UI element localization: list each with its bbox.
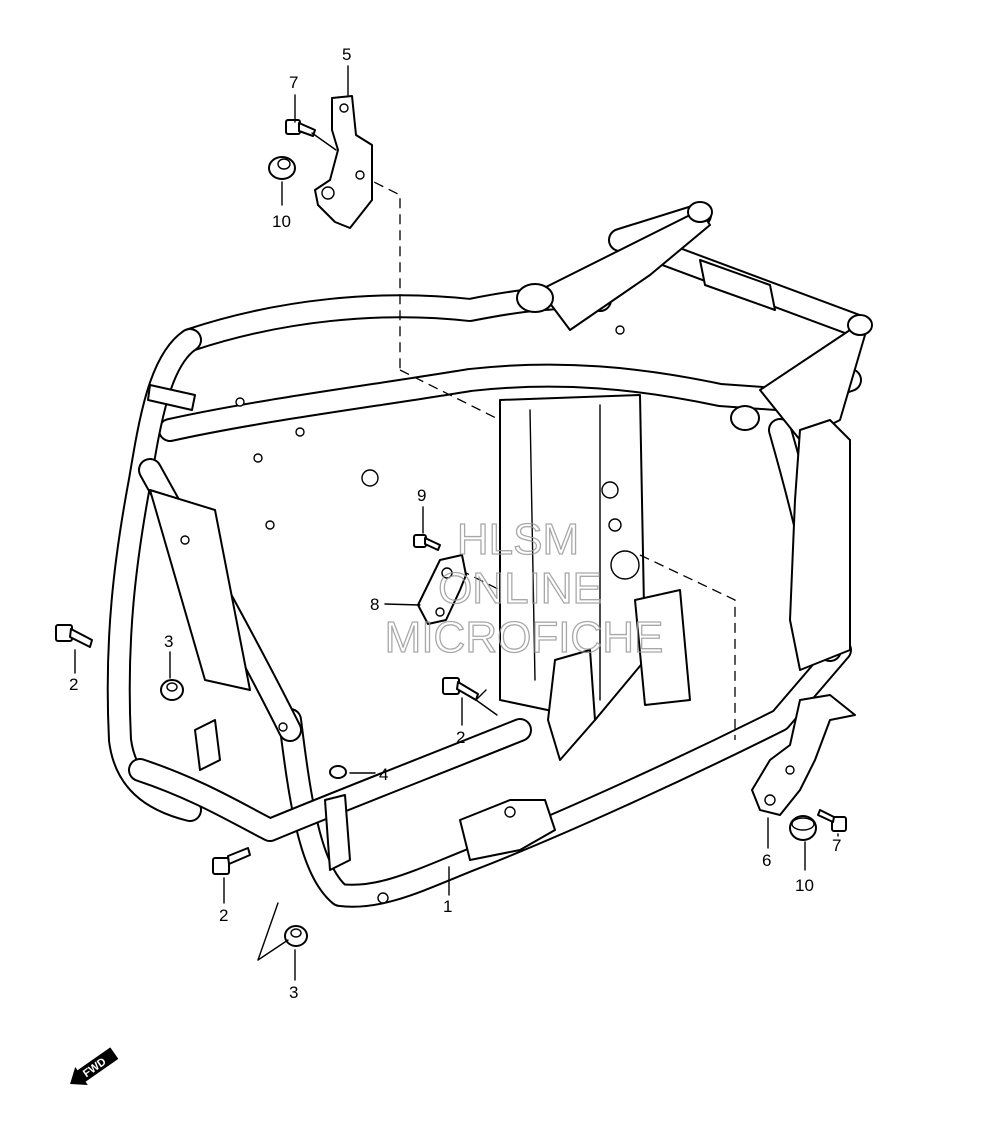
- cap-part-4: [329, 765, 347, 779]
- watermark-line-2: ONLINE: [438, 564, 602, 613]
- callout-4: 4: [379, 765, 388, 784]
- bracket-part-8: [417, 554, 467, 625]
- bolt-part-2-bottom: [212, 847, 251, 875]
- callout-5: 5: [342, 45, 351, 64]
- callout-2-left: 2: [69, 675, 78, 694]
- bolt-part-2-left: [55, 624, 93, 648]
- callout-6: 6: [762, 851, 771, 870]
- leader-lines: [74, 65, 839, 981]
- collar-part-3-bottom: [284, 925, 308, 947]
- collar-part-3-left: [160, 679, 184, 701]
- callout-labels: 5 7 10 9 8 3 2 2 4 2 1 3 6 7 10: [69, 45, 841, 1002]
- callout-10-top: 10: [272, 212, 291, 231]
- callout-9: 9: [417, 486, 426, 505]
- fwd-arrow-icon: FWD: [70, 1047, 119, 1086]
- watermark-line-1: HLSM: [457, 515, 579, 564]
- callout-10-right: 10: [795, 876, 814, 895]
- callout-2-bottom: 2: [219, 906, 228, 925]
- callout-3-left: 3: [164, 632, 173, 651]
- callout-8: 8: [370, 595, 379, 614]
- main-frame: [106, 201, 873, 908]
- bolt-part-2-center: [442, 677, 479, 701]
- callout-7-right: 7: [832, 836, 841, 855]
- watermark-line-3: MICROFICHE: [385, 613, 664, 662]
- callout-1: 1: [443, 897, 452, 916]
- bolt-part-7-right: [817, 809, 847, 832]
- cap-part-10-top: [268, 156, 296, 180]
- bolt-part-9: [413, 534, 441, 551]
- callout-3-bottom: 3: [289, 983, 298, 1002]
- watermark: HLSM ONLINE MICROFICHE: [384, 514, 664, 662]
- cap-part-10-right: [789, 815, 817, 841]
- bracket-part-6: [751, 694, 856, 816]
- bolt-part-7-top: [285, 119, 316, 137]
- bracket-part-5: [314, 95, 373, 229]
- callout-2-center: 2: [456, 728, 465, 747]
- callout-7-top: 7: [289, 73, 298, 92]
